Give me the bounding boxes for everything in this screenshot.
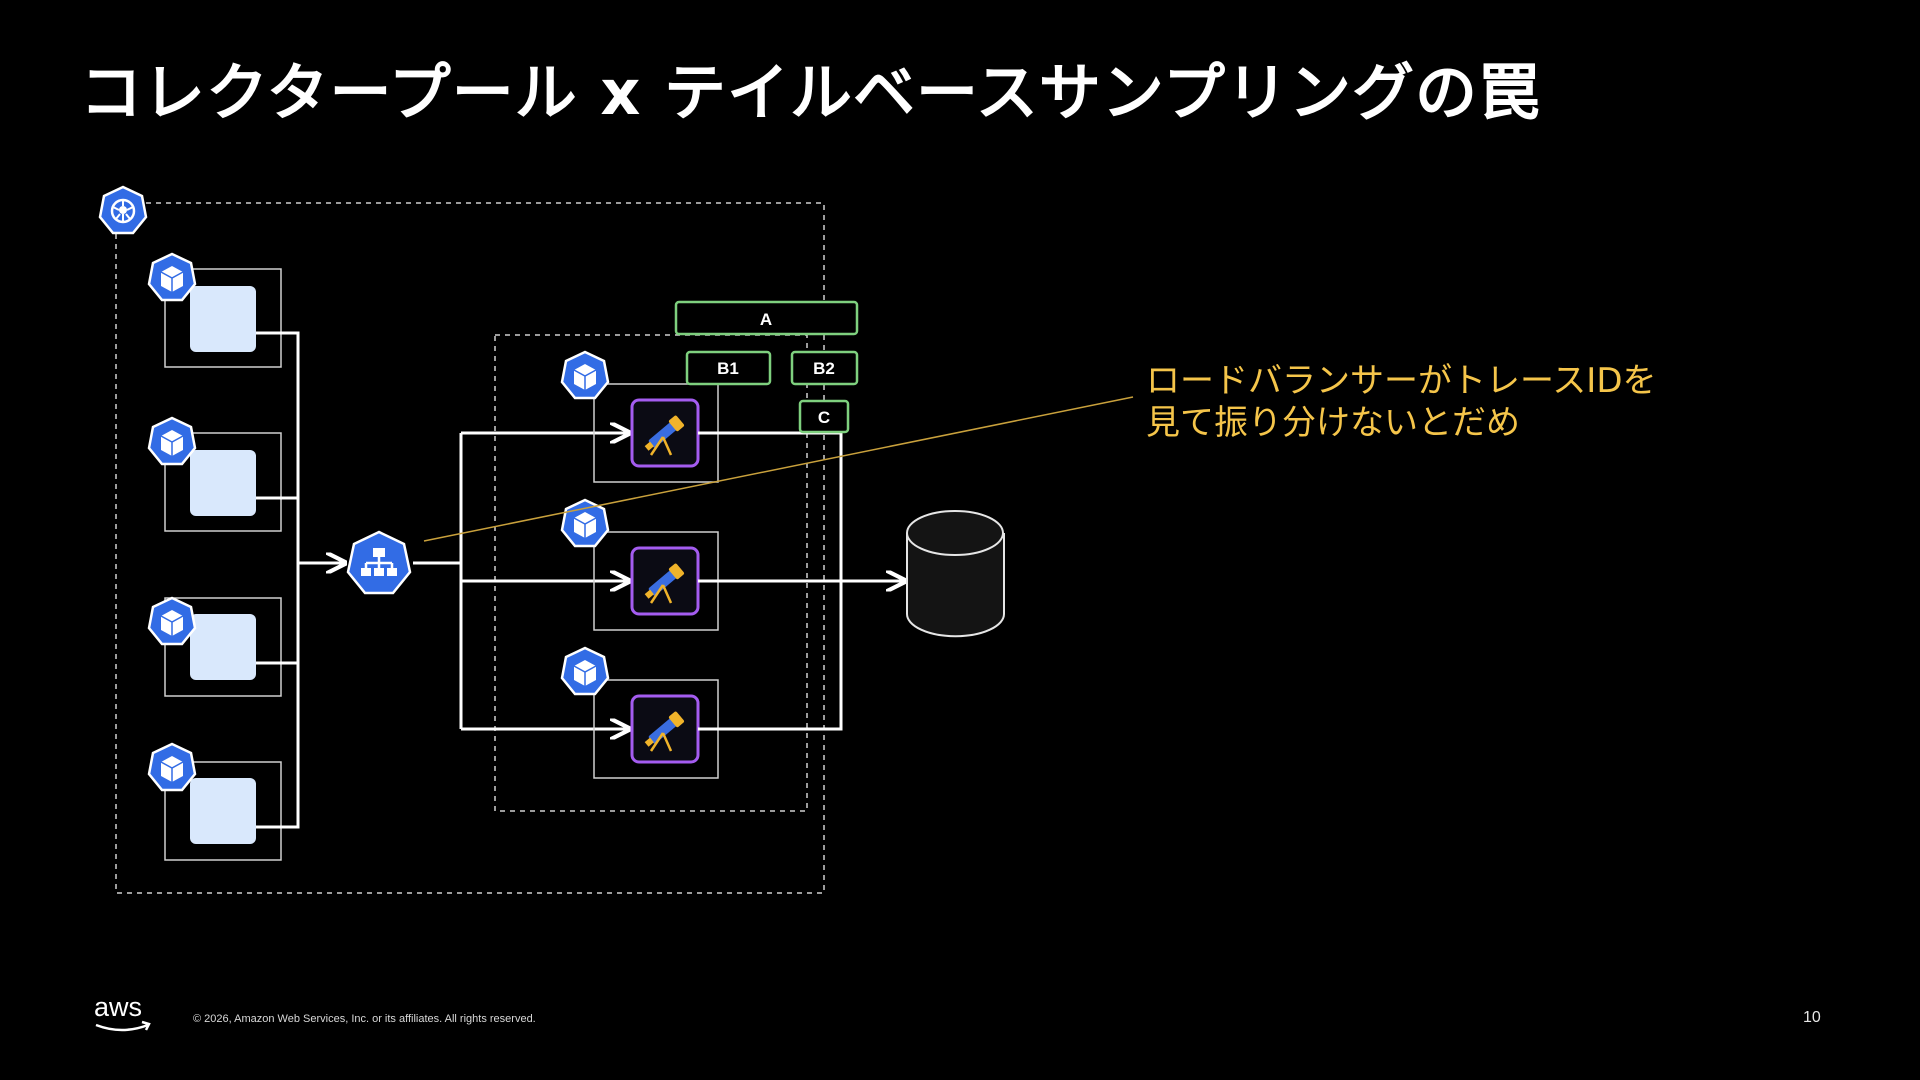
trace-label-c: C bbox=[818, 408, 830, 427]
app-pod-4 bbox=[147, 742, 282, 861]
trace-box-a: A bbox=[674, 300, 859, 336]
pod-icon bbox=[147, 416, 197, 466]
telescope-icon bbox=[630, 398, 700, 468]
telescope-icon bbox=[630, 546, 700, 616]
copyright-notice: © 2026, Amazon Web Services, Inc. or its… bbox=[193, 1013, 536, 1025]
app-container bbox=[190, 778, 256, 844]
page-number: 10 bbox=[1803, 1009, 1821, 1026]
app-to-lb-connectors bbox=[256, 331, 345, 829]
cluster-boundary bbox=[115, 202, 825, 894]
pod-icon bbox=[560, 646, 610, 696]
collector-pod-2 bbox=[560, 498, 719, 631]
annotation-line-2: 見て振り分けないとだめ bbox=[1146, 403, 1520, 443]
trace-label-b1: B1 bbox=[717, 359, 739, 378]
load-balancer-icon bbox=[346, 530, 412, 595]
trace-box-c: C bbox=[798, 399, 850, 434]
telescope-icon bbox=[630, 694, 700, 764]
kubernetes-icon bbox=[98, 185, 148, 235]
app-container bbox=[190, 450, 256, 516]
lb-to-collector-connectors bbox=[413, 433, 629, 729]
app-container bbox=[190, 286, 256, 352]
annotation-leader-line bbox=[423, 396, 1134, 542]
collector-to-storage-connectors bbox=[698, 431, 905, 731]
pod-icon bbox=[560, 350, 610, 400]
collector-pool-boundary bbox=[494, 334, 808, 812]
trace-label-b2: B2 bbox=[813, 359, 835, 378]
slide-title: コレクタープール x テイルベースサンプリングの罠 bbox=[80, 56, 1542, 129]
pod-icon bbox=[147, 596, 197, 646]
collector-pod-3 bbox=[560, 646, 719, 779]
pod-icon bbox=[147, 252, 197, 302]
pod-icon bbox=[560, 498, 610, 548]
aws-logo: aws bbox=[94, 992, 151, 1032]
app-pod-2 bbox=[147, 416, 282, 532]
annotation-callout: ロードバランサーがトレースIDを 見て振り分けないとだめ bbox=[1146, 360, 1657, 444]
aws-logo-text: aws bbox=[94, 992, 142, 1022]
pod-icon bbox=[147, 742, 197, 792]
trace-box-b1: B1 bbox=[685, 350, 772, 386]
trace-box-b2: B2 bbox=[790, 350, 859, 386]
app-pod-1 bbox=[147, 252, 282, 368]
app-container bbox=[190, 614, 256, 680]
app-pod-3 bbox=[147, 596, 282, 697]
annotation-line-1: ロードバランサーがトレースIDを bbox=[1146, 361, 1657, 401]
trace-label-a: A bbox=[760, 310, 772, 329]
database-icon bbox=[906, 510, 1005, 638]
